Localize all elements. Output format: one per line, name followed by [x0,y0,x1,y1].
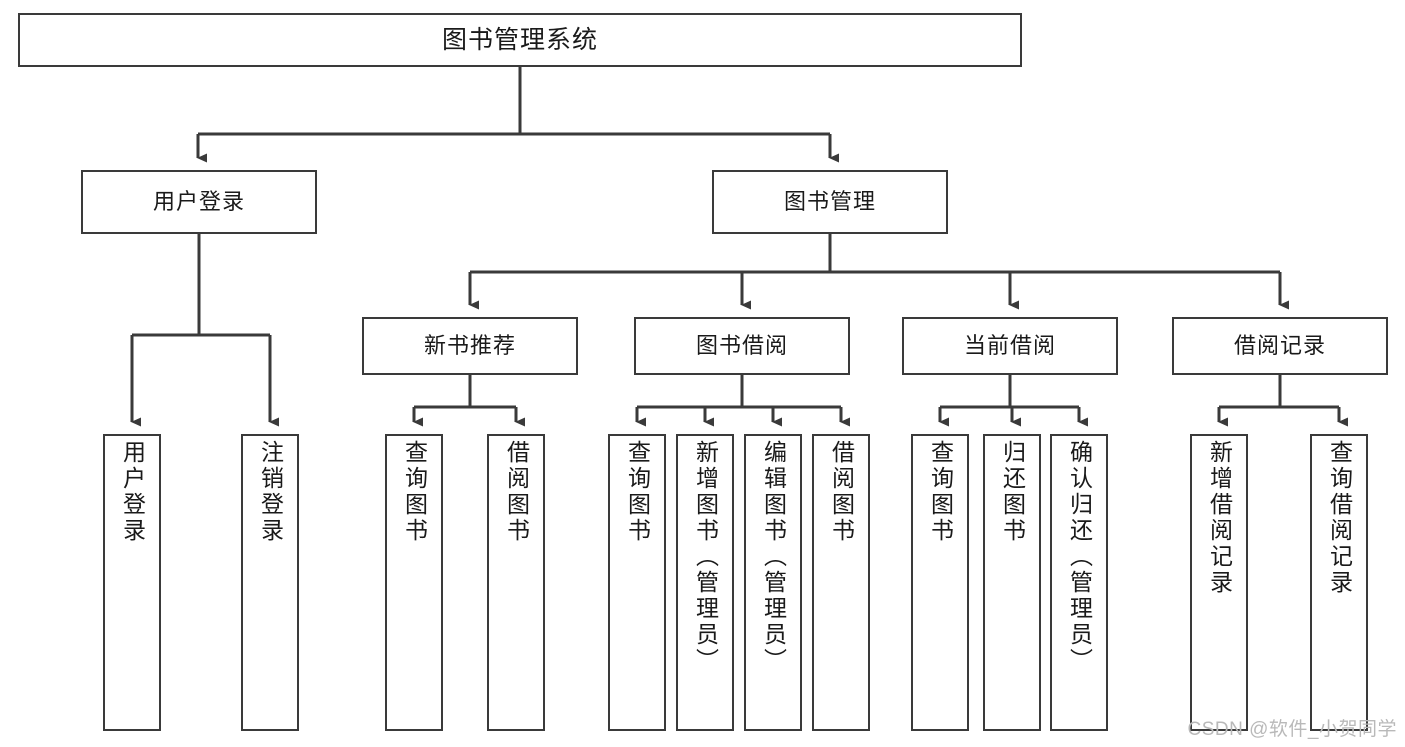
node-leaf-user-login-label: 用户登录 [119,440,146,544]
node-leaf-query-book-2-label: 查询图书 [624,440,651,544]
node-user-login-label: 用户登录 [152,188,245,214]
node-new-book-recommend[interactable]: 新书推荐 [362,317,578,375]
node-leaf-borrow-book-1-label: 借阅图书 [503,440,530,544]
node-leaf-query-book-3[interactable]: 查询图书 [911,434,969,731]
node-leaf-user-logout-label: 注销登录 [257,440,284,544]
node-leaf-query-book-3-label: 查询图书 [927,440,954,544]
node-leaf-query-record-label: 查询借阅记录 [1326,440,1353,596]
node-root-label: 图书管理系统 [441,26,598,54]
watermark: CSDN @软件_小贺同学 [1187,719,1397,740]
node-leaf-add-record-label: 新增借阅记录 [1206,440,1233,596]
node-leaf-user-logout[interactable]: 注销登录 [241,434,299,731]
node-leaf-add-record[interactable]: 新增借阅记录 [1190,434,1248,731]
node-leaf-query-book-2[interactable]: 查询图书 [608,434,666,731]
node-leaf-add-book[interactable]: 新增图书（管理员） [676,434,734,731]
node-root[interactable]: 图书管理系统 [18,13,1022,67]
node-leaf-query-book-1[interactable]: 查询图书 [385,434,443,731]
node-leaf-query-book-1-label: 查询图书 [401,440,428,544]
node-leaf-borrow-book-2[interactable]: 借阅图书 [812,434,870,731]
node-leaf-confirm-return[interactable]: 确认归还（管理员） [1050,434,1108,731]
node-borrow-record[interactable]: 借阅记录 [1172,317,1388,375]
node-book-borrow[interactable]: 图书借阅 [634,317,850,375]
node-leaf-borrow-book-2-label: 借阅图书 [828,440,855,544]
node-leaf-return-book-label: 归还图书 [999,440,1026,544]
node-leaf-edit-book-label: 编辑图书（管理员） [760,440,787,674]
node-borrow-record-label: 借阅记录 [1233,332,1326,358]
node-book-manage-label: 图书管理 [783,188,876,214]
node-new-book-recommend-label: 新书推荐 [423,332,516,358]
node-book-borrow-label: 图书借阅 [695,332,788,358]
node-user-login[interactable]: 用户登录 [81,170,317,234]
node-leaf-edit-book[interactable]: 编辑图书（管理员） [744,434,802,731]
node-leaf-add-book-label: 新增图书（管理员） [692,440,719,674]
node-leaf-user-login[interactable]: 用户登录 [103,434,161,731]
node-current-borrow[interactable]: 当前借阅 [902,317,1118,375]
node-leaf-query-record[interactable]: 查询借阅记录 [1310,434,1368,731]
node-leaf-confirm-return-label: 确认归还（管理员） [1066,440,1093,674]
node-leaf-borrow-book-1[interactable]: 借阅图书 [487,434,545,731]
node-current-borrow-label: 当前借阅 [963,332,1056,358]
node-book-manage[interactable]: 图书管理 [712,170,948,234]
node-leaf-return-book[interactable]: 归还图书 [983,434,1041,731]
